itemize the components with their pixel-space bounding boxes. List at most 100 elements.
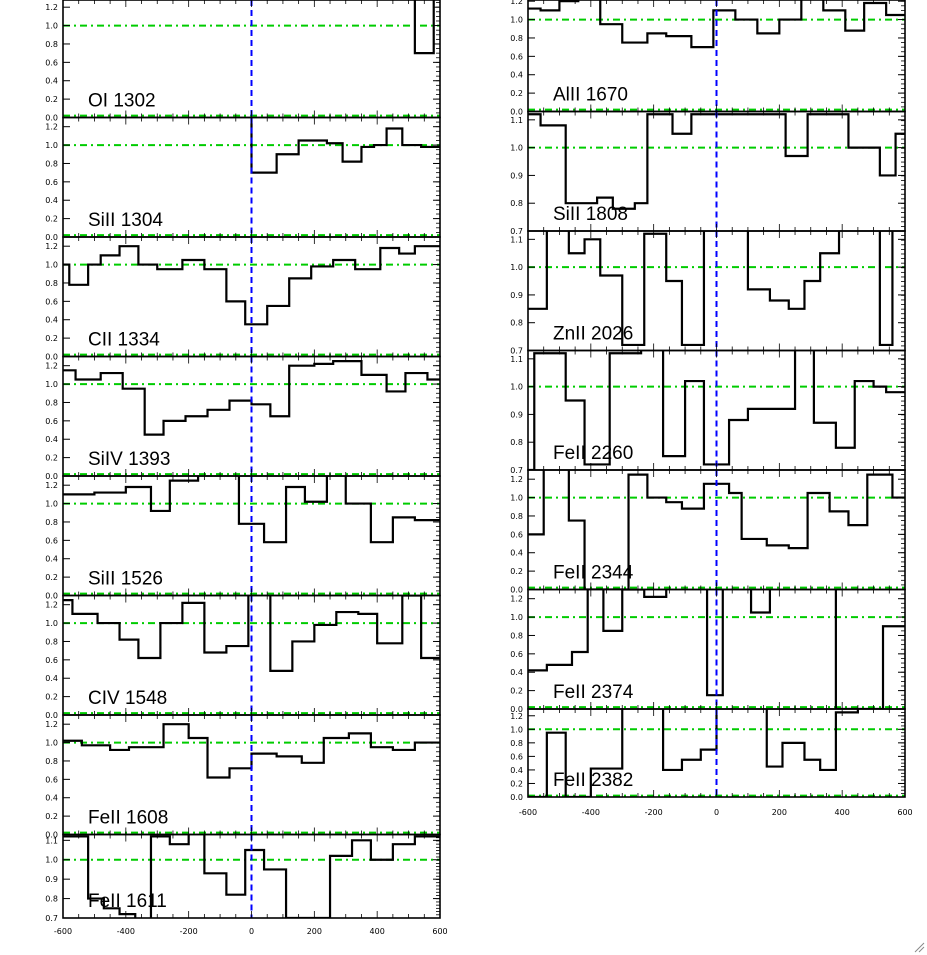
y-tick-label: 0.6: [510, 52, 523, 61]
y-tick-label: 0.8: [45, 40, 58, 49]
y-tick-label: 0.6: [510, 530, 523, 539]
y-tick-label: 1.0: [45, 380, 58, 389]
ion-label: FeII 2344: [553, 563, 634, 584]
x-tick-label: -200: [645, 808, 663, 817]
ion-label: ZnII 2026: [553, 324, 633, 345]
y-tick-label: 1.2: [510, 712, 523, 721]
y-tick-label: 0.8: [510, 438, 523, 447]
y-tick-label: 0.7: [510, 466, 523, 475]
resize-grip-icon[interactable]: [913, 941, 925, 953]
spectrum-step-line: [63, 595, 440, 672]
y-tick-label: 0.4: [510, 71, 523, 80]
y-tick-label: 1.0: [510, 494, 523, 503]
x-tick-label: -400: [117, 927, 135, 936]
y-tick-label: 1.2: [45, 362, 58, 371]
y-tick-label: 0.2: [45, 573, 58, 582]
y-tick-label: 0.8: [510, 739, 523, 748]
y-tick-label: 0.0: [45, 831, 58, 840]
spectrum-step-line: [528, 470, 905, 590]
y-tick-label: 1.0: [510, 263, 523, 272]
y-tick-label: 1.2: [45, 242, 58, 251]
y-tick-label: 0.8: [45, 757, 58, 766]
y-tick-label: 1.0: [510, 613, 523, 622]
y-tick-label: 1.1: [510, 355, 523, 364]
x-tick-label: 0: [714, 808, 719, 817]
y-tick-label: 0.9: [45, 875, 58, 884]
ion-label: FeII 1611: [88, 891, 167, 912]
y-tick-label: 0.2: [45, 215, 58, 224]
y-tick-label: 0.0: [45, 592, 58, 601]
y-tick-label: 0.4: [510, 549, 523, 558]
x-tick-label: 400: [835, 808, 850, 817]
x-tick-label: -400: [582, 808, 600, 817]
ion-label: SiIV 1393: [88, 449, 170, 470]
y-tick-label: 1.2: [45, 720, 58, 729]
y-tick-label: 0.8: [510, 34, 523, 43]
ion-label: FeII 2260: [553, 443, 633, 464]
y-tick-label: 0.2: [45, 95, 58, 104]
y-tick-label: 0.4: [45, 435, 58, 444]
y-tick-label: 0.4: [45, 674, 58, 683]
y-tick-label: 1.2: [510, 0, 523, 6]
y-tick-label: 0.2: [45, 812, 58, 821]
spectrum-step-line: [413, 0, 435, 55]
y-tick-label: 0.0: [45, 353, 58, 362]
y-tick-label: 0.2: [45, 454, 58, 463]
ion-label: FeII 2374: [553, 682, 634, 703]
ion-label: AlII 1670: [553, 85, 628, 106]
y-tick-label: 1.2: [45, 123, 58, 132]
x-tick-label: -600: [54, 927, 72, 936]
y-tick-label: 0.9: [510, 410, 523, 419]
y-tick-label: 1.2: [45, 601, 58, 610]
y-tick-label: 0.7: [45, 914, 58, 923]
y-tick-label: 1.0: [510, 725, 523, 734]
y-tick-label: 1.2: [45, 481, 58, 490]
y-tick-label: 0.0: [45, 233, 58, 242]
x-tick-label: 400: [370, 927, 385, 936]
y-tick-label: 0.0: [45, 114, 58, 123]
y-tick-label: 0.7: [510, 227, 523, 236]
y-tick-label: 0.4: [45, 316, 58, 325]
y-tick-label: 0.8: [510, 319, 523, 328]
ion-label: SiII 1808: [553, 204, 628, 225]
y-tick-label: 1.1: [45, 836, 58, 845]
y-tick-label: 0.0: [510, 586, 523, 595]
spectrum-step-line: [528, 231, 894, 347]
y-tick-label: 0.0: [510, 108, 523, 117]
y-tick-label: 0.2: [510, 687, 523, 696]
ion-label: FeII 1608: [88, 808, 168, 829]
y-tick-label: 0.4: [45, 794, 58, 803]
y-tick-label: 0.8: [45, 518, 58, 527]
y-tick-label: 1.2: [45, 3, 58, 12]
spectrum-step-line: [528, 0, 905, 49]
y-tick-label: 1.0: [510, 144, 523, 153]
ion-label: CIV 1548: [88, 688, 167, 709]
y-tick-label: 0.7: [510, 347, 523, 356]
y-tick-label: 0.2: [510, 89, 523, 98]
spectrum-step-line: [250, 117, 440, 174]
y-tick-label: 0.2: [510, 779, 523, 788]
column-1: 0.0 0.2 0.4 0.6 0.8 1.0 1.2 OI 1302 0.00.20.40.6…: [45, 0, 448, 936]
y-tick-label: 0.6: [45, 536, 58, 545]
x-tick-label: -200: [180, 927, 198, 936]
x-tick-label: 600: [897, 808, 912, 817]
ion-label: OI 1302: [88, 91, 156, 112]
y-tick-label: 1.0: [45, 22, 58, 31]
y-tick-label: 1.0: [45, 856, 58, 865]
spectrum-step-line: [63, 834, 440, 918]
y-tick-label: 0.8: [45, 637, 58, 646]
y-tick-label: 0.6: [510, 752, 523, 761]
x-tick-label: 0: [249, 927, 254, 936]
